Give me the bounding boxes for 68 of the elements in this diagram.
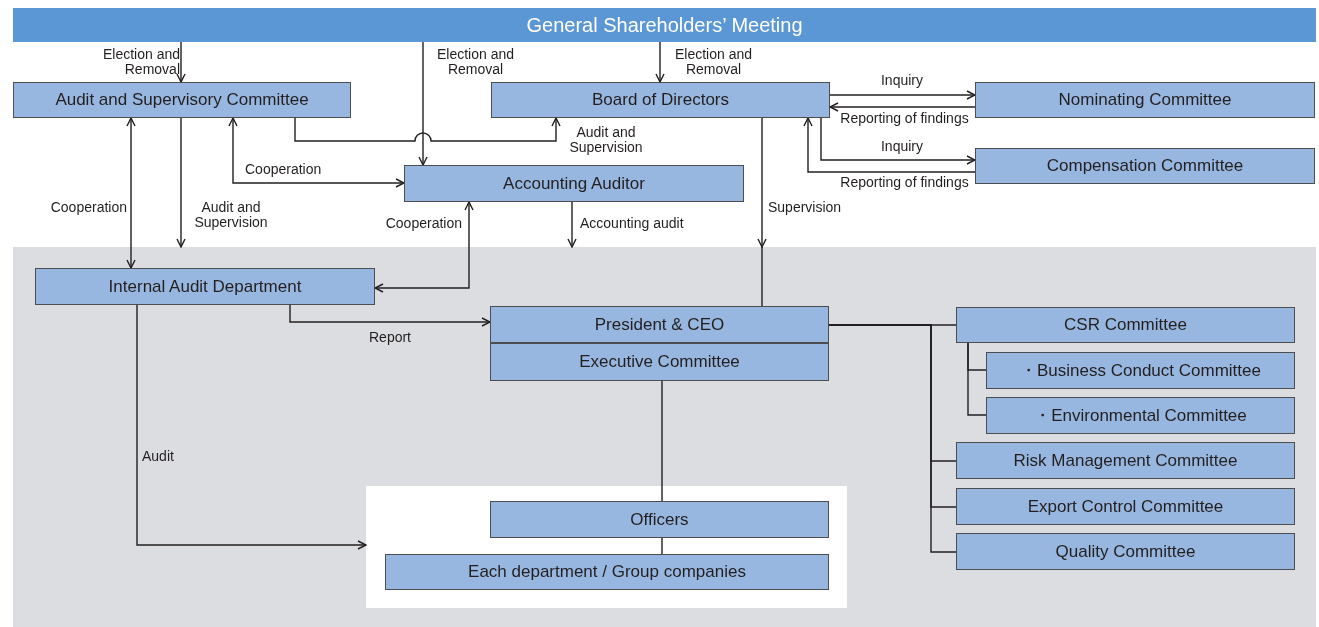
edge-label: Audit and Supervision — [568, 125, 644, 155]
connector-arrow — [829, 90, 976, 100]
connector-arrow — [228, 117, 405, 188]
connector-arrow — [294, 117, 561, 142]
org-box — [13, 82, 351, 118]
meeting-bar — [13, 8, 1316, 42]
edge-label: Reporting of findings — [839, 111, 970, 126]
edge-label: Election and Removal — [435, 47, 516, 77]
box-label: ・Environmental Committee — [1033, 405, 1248, 426]
edge-label: Supervision — [768, 200, 843, 215]
connector-arrow — [374, 201, 474, 293]
connector-arrow — [136, 304, 367, 550]
edge-label: Cooperation — [384, 216, 462, 231]
connector-arrow — [803, 117, 976, 173]
box-label: Risk Management Committee — [1012, 450, 1239, 471]
connector-arrow — [567, 201, 577, 248]
org-box — [975, 148, 1315, 184]
edge-label: Election and Removal — [673, 47, 754, 77]
org-box — [986, 397, 1295, 434]
edge-label: Inquiry — [880, 73, 924, 88]
org-box — [490, 343, 829, 381]
connector-arrow — [829, 102, 976, 112]
org-box — [490, 501, 829, 538]
org-box — [956, 488, 1295, 525]
box-label: CSR Committee — [1063, 315, 1188, 335]
box-label: Quality Committee — [1054, 541, 1197, 562]
edge-label: Inquiry — [880, 139, 924, 154]
org-box — [35, 268, 375, 305]
connector-arrow — [176, 117, 186, 248]
edge-label: Audit and Supervision — [193, 200, 269, 230]
box-label: Export Control Committee — [1026, 496, 1225, 517]
box-label: General Shareholders’ Meeting — [525, 13, 804, 37]
connector-arrow — [418, 41, 428, 166]
org-box — [956, 442, 1295, 479]
box-label: Accounting Auditor — [502, 173, 646, 194]
edge-label: Election and Removal — [101, 47, 180, 77]
box-label: Officers — [629, 509, 690, 530]
box-label: Audit and Supervisory Committee — [54, 90, 310, 110]
box-label: Each department / Group companies — [467, 562, 747, 582]
edge-label: Audit — [142, 449, 175, 464]
org-box — [956, 307, 1295, 343]
box-label: Board of Directors — [591, 90, 730, 110]
box-label: Executive Committee — [578, 352, 741, 372]
connector-arrow — [126, 117, 136, 269]
org-box — [491, 82, 830, 118]
edge-label: Cooperation — [49, 200, 127, 215]
org-box — [975, 82, 1315, 118]
connector-arrow — [820, 117, 976, 165]
org-box — [956, 533, 1295, 570]
org-box — [404, 165, 744, 202]
connector-arrow — [176, 41, 186, 83]
edge-label: Report — [368, 330, 412, 345]
box-label: Compensation Committee — [1045, 156, 1245, 176]
group-panel — [366, 486, 847, 608]
edge-label: Reporting of findings — [839, 175, 970, 190]
connector-arrow — [289, 304, 491, 327]
edge-label: Accounting audit — [580, 216, 685, 231]
box-label: Internal Audit Department — [107, 276, 303, 297]
org-box — [986, 352, 1295, 389]
box-label: Nominating Committee — [1057, 90, 1233, 110]
box-label: ・Business Conduct Committee — [1019, 360, 1262, 381]
edge-label: Cooperation — [245, 162, 323, 177]
box-label: President & CEO — [593, 314, 726, 335]
org-box — [490, 306, 829, 343]
connector-arrow — [757, 117, 767, 248]
group-band — [13, 247, 1316, 627]
connector-arrow — [655, 41, 665, 83]
org-box — [385, 554, 829, 590]
